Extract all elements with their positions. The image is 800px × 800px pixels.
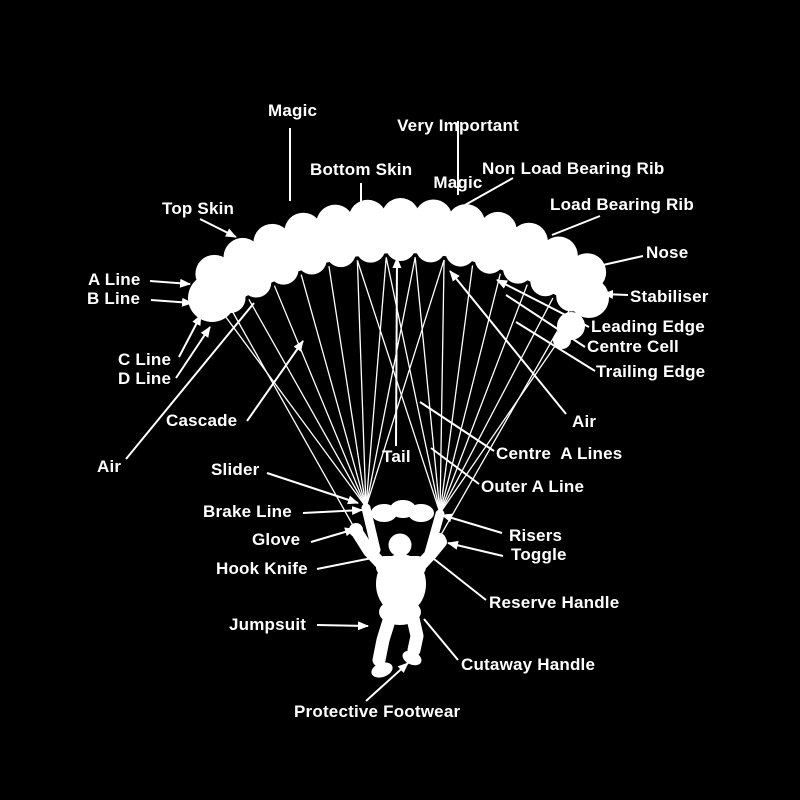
non-load-bearing-rib-line	[464, 177, 514, 206]
d-line-arrow	[175, 326, 211, 379]
label-air-left: Air	[97, 457, 122, 476]
c-line-arrow	[178, 314, 202, 358]
label-slider: Slider	[211, 460, 260, 479]
top-skin-arrow	[199, 218, 237, 238]
reserve-handle-line	[433, 558, 487, 601]
canopy	[188, 198, 609, 349]
right-leg	[405, 607, 424, 657]
slider-shape	[371, 500, 434, 522]
toggle-arrow	[447, 540, 504, 557]
head	[388, 533, 412, 557]
label-stabiliser: Stabiliser	[630, 287, 709, 306]
air-left-line	[125, 302, 255, 460]
label-non-load-bearing-rib: Non Load Bearing Rib	[482, 159, 665, 178]
left-leg	[372, 607, 398, 667]
load-bearing-rib-line	[551, 215, 601, 236]
glove-arrow	[310, 527, 356, 543]
label-very-important-magic-line2: Magic	[433, 173, 483, 192]
label-load-bearing-rib: Load Bearing Rib	[550, 195, 694, 214]
label-brake-line: Brake Line	[203, 502, 292, 521]
slider-arrow	[266, 472, 359, 505]
label-bottom-skin: Bottom Skin	[310, 160, 413, 179]
canopy-left-wingtip	[188, 274, 236, 322]
label-hook-knife: Hook Knife	[216, 559, 308, 578]
leading-edge-arrow	[496, 279, 590, 328]
label-nose: Nose	[646, 243, 689, 262]
trailing-edge-line	[515, 321, 596, 372]
label-risers: Risers	[509, 526, 563, 545]
stabiliser-arrow	[602, 289, 629, 299]
skydiver-silhouette	[349, 523, 447, 678]
label-c-line: C Line	[118, 350, 172, 369]
label-toggle: Toggle	[511, 545, 567, 564]
label-very-important-magic-line1: Very Important	[397, 116, 519, 135]
nose-line	[602, 255, 644, 266]
right-foot	[402, 650, 422, 666]
a-line-arrow	[149, 278, 191, 288]
outer-a-line-line	[430, 447, 480, 485]
label-centre-cell: Centre Cell	[587, 337, 679, 356]
b-line-arrow	[150, 297, 193, 307]
label-a-line: A Line	[88, 270, 141, 289]
label-b-line: B Line	[87, 289, 141, 308]
label-very-important-magic: Very Important Magic	[392, 78, 524, 230]
label-trailing-edge: Trailing Edge	[596, 362, 706, 381]
left-foot	[371, 662, 393, 678]
hook-knife-line	[316, 556, 378, 570]
canopy-nose	[569, 278, 609, 318]
cascade-arrow	[246, 340, 304, 422]
centre-cell-line	[505, 294, 586, 348]
brake-line-arrow	[302, 506, 363, 516]
label-cutaway-handle: Cutaway Handle	[461, 655, 596, 674]
tail-arrow	[392, 257, 402, 447]
centre-a-lines-line	[419, 401, 495, 452]
label-protective-footwear: Protective Footwear	[294, 702, 461, 721]
risers-arrow	[441, 513, 503, 534]
jumpsuit-arrow	[316, 621, 369, 631]
protective-footwear-arrow	[365, 662, 409, 702]
air-right-arrow	[449, 270, 567, 415]
label-air-right: Air	[572, 412, 597, 431]
label-reserve-handle: Reserve Handle	[489, 593, 620, 612]
label-leading-edge: Leading Edge	[591, 317, 705, 336]
label-top-skin: Top Skin	[162, 199, 235, 218]
label-jumpsuit: Jumpsuit	[229, 615, 307, 634]
annotation-lines	[125, 121, 644, 702]
torso	[376, 554, 426, 614]
label-glove: Glove	[252, 530, 301, 549]
label-cascade: Cascade	[166, 411, 238, 430]
label-tail: Tail	[382, 447, 411, 466]
label-d-line: D Line	[118, 369, 172, 388]
label-outer-a-line: Outer A Line	[481, 477, 585, 496]
suspension-lines	[224, 257, 578, 541]
cutaway-handle-line	[423, 618, 459, 661]
label-centre-a-lines: Centre A Lines	[496, 444, 623, 463]
label-magic: Magic	[268, 101, 318, 120]
right-hand	[432, 533, 446, 547]
